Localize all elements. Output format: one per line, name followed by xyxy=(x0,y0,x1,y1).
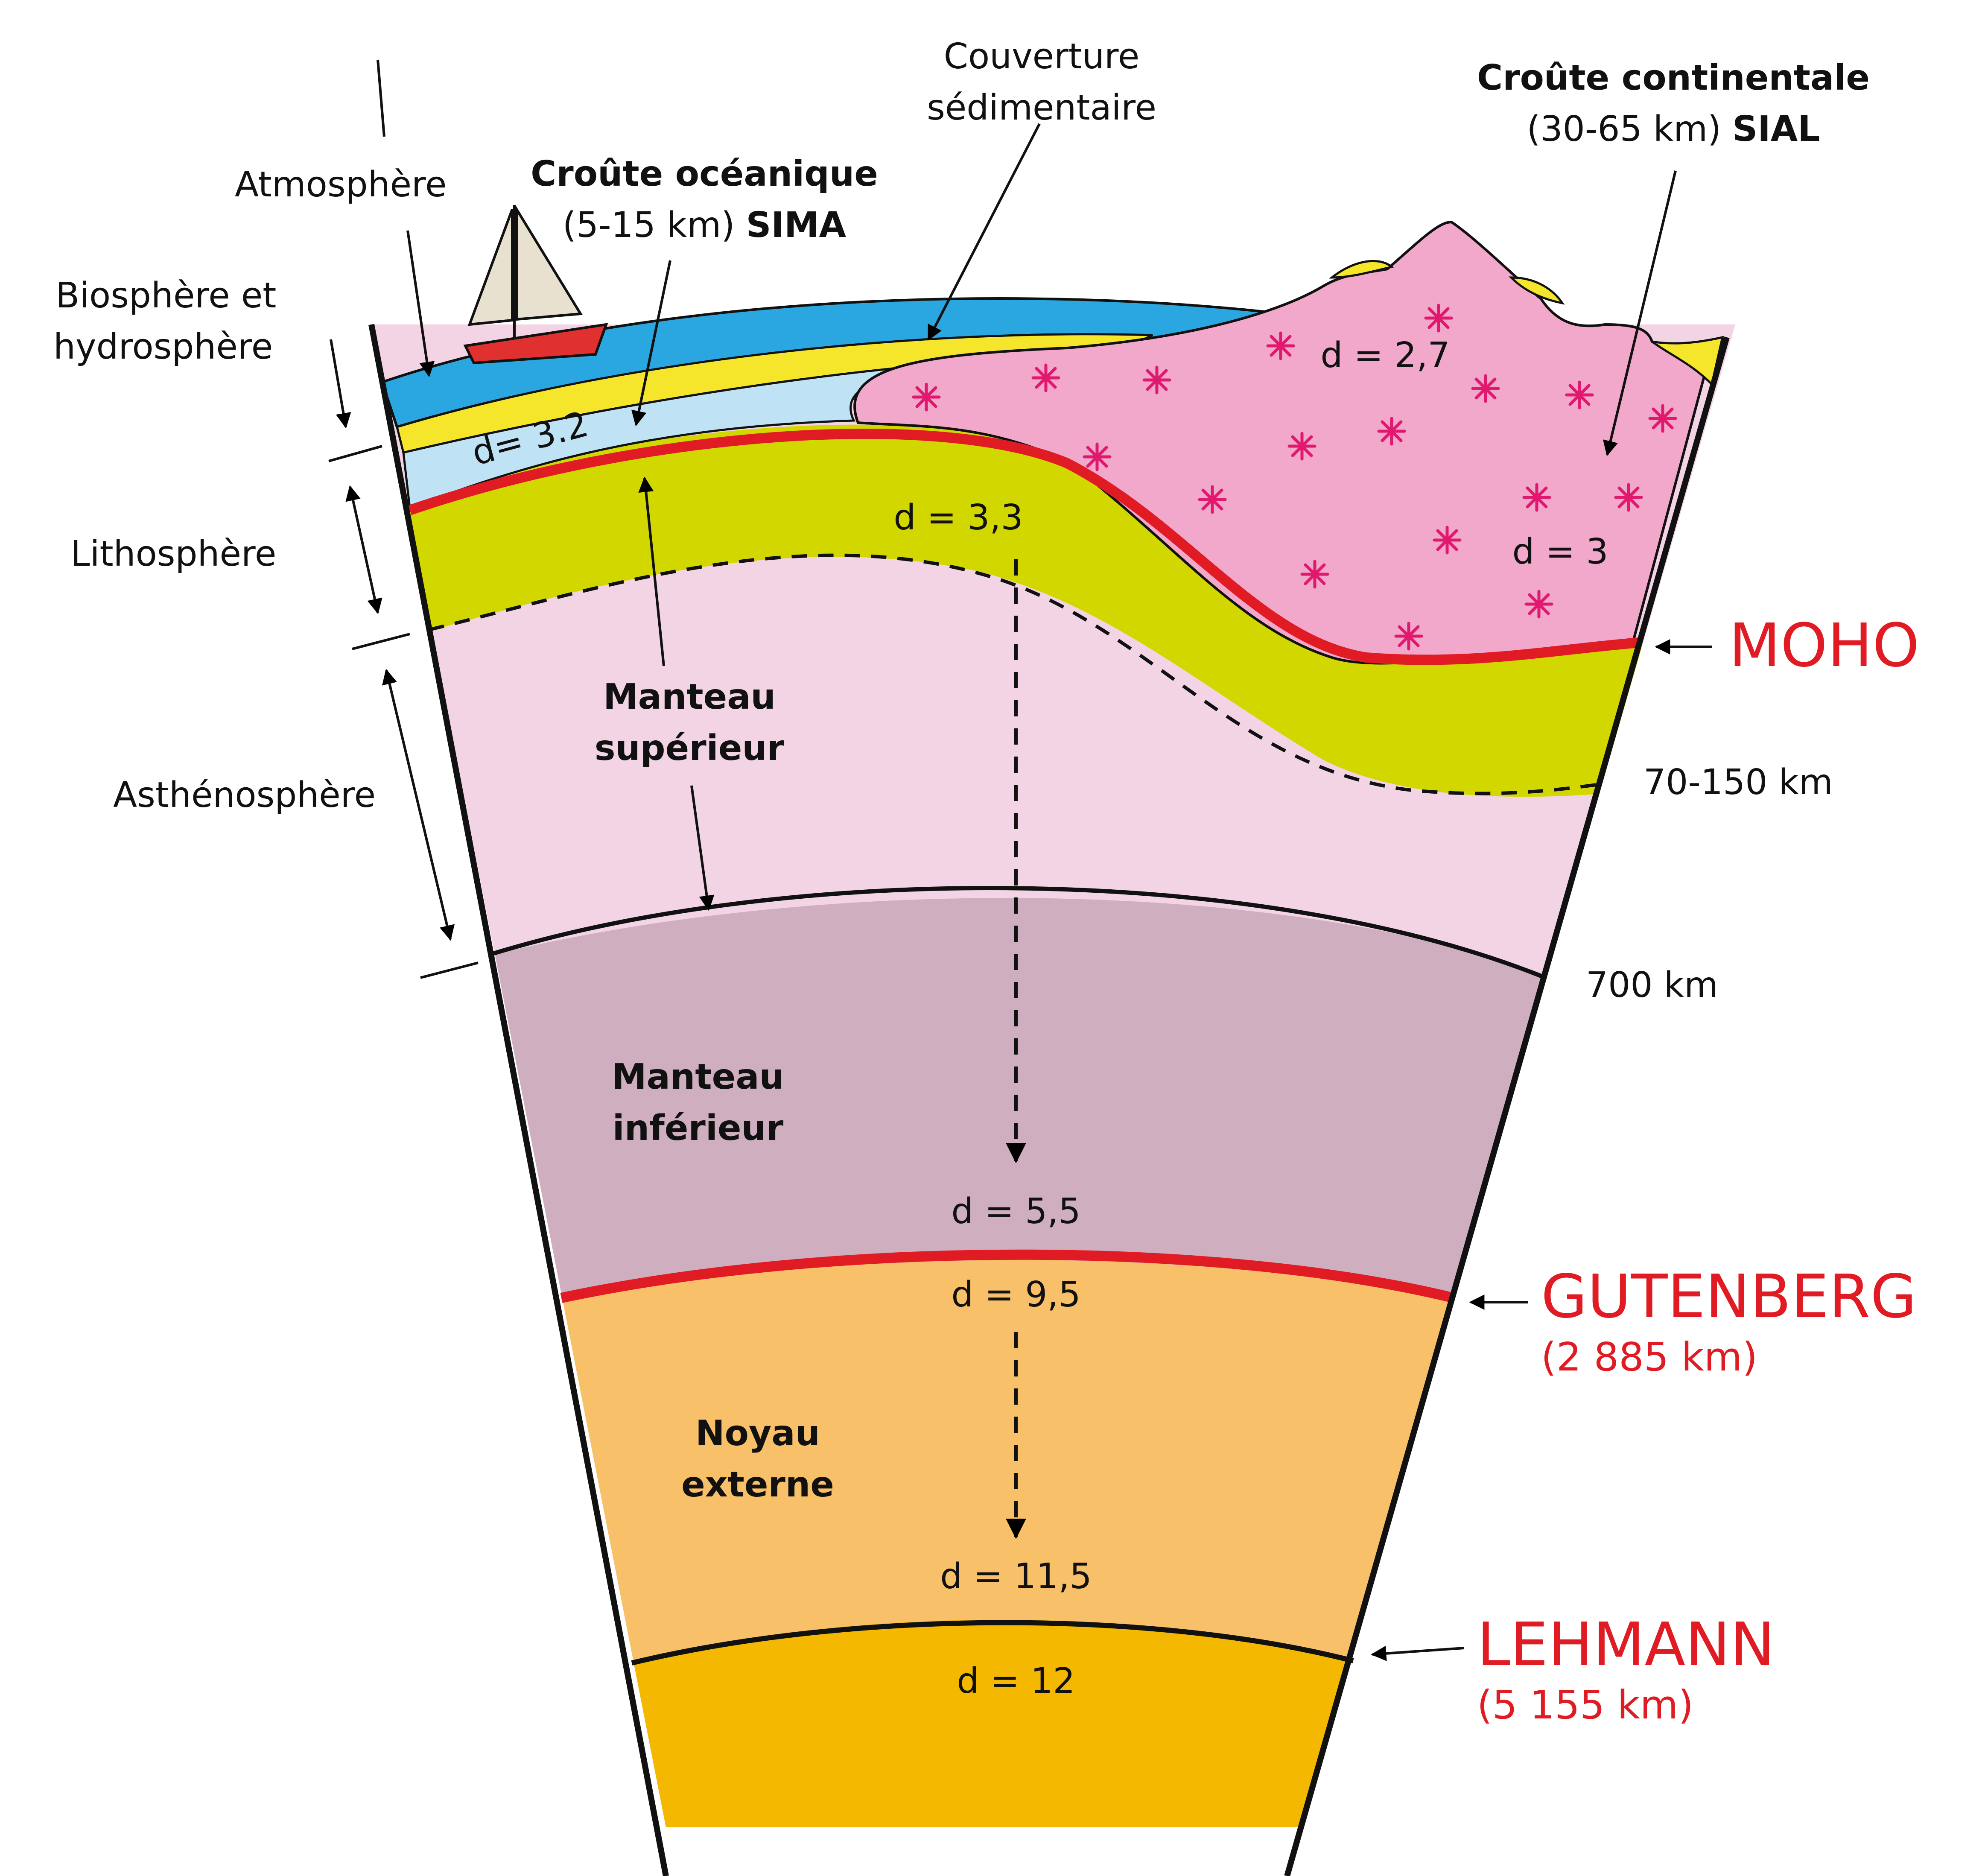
continent-sediment-patch xyxy=(1508,276,1565,305)
granite-mark xyxy=(1614,483,1643,512)
left-scale xyxy=(328,59,479,979)
continental-thickness: (30-65 km) xyxy=(1527,109,1732,149)
arrow-lehmann xyxy=(1371,1645,1465,1661)
granite-mark xyxy=(1083,442,1112,471)
label-sediment-2: sédimentaire xyxy=(927,88,1156,128)
granite-mark xyxy=(1565,380,1594,409)
arrow-oceanic-crust xyxy=(631,260,671,427)
granite-mark xyxy=(1377,417,1406,446)
arrow-upper-mantle-up xyxy=(638,476,665,666)
moho-line xyxy=(408,429,1640,665)
continental-name: SIAL xyxy=(1732,109,1820,149)
label-continental-crust-title: Croûte continentale xyxy=(1477,58,1870,98)
granite-mark xyxy=(1524,590,1553,619)
granite-marks xyxy=(912,304,1677,651)
arrow-asthenosphere xyxy=(382,669,455,941)
label-lithosphere: Lithosphère xyxy=(70,534,276,574)
arrow-biosphere xyxy=(330,339,351,429)
lower-mantle-layer xyxy=(487,898,1554,1302)
arrow-sediment xyxy=(927,123,1041,341)
density-continental-top: d = 2,7 xyxy=(1320,335,1450,376)
inner-core-layer xyxy=(623,1619,1357,1827)
arrow-lithosphere xyxy=(345,485,382,614)
lithospheric-mantle-layer xyxy=(371,424,1665,797)
granite-mark xyxy=(1433,526,1462,555)
arrow-continental-crust xyxy=(1603,170,1677,456)
label-oceanic-crust-title: Croûte océanique xyxy=(531,154,878,194)
continental-crust-layer xyxy=(853,220,1714,665)
upper-mantle-base-line xyxy=(490,886,1546,980)
label-upper-mantle-2: supérieur xyxy=(595,728,785,769)
granite-mark xyxy=(912,383,941,412)
label-biosphere-1: Biosphère et xyxy=(55,275,276,316)
granite-mark xyxy=(1648,404,1677,433)
label-sediment-1: Couverture xyxy=(944,36,1140,77)
granite-mark xyxy=(1471,374,1500,403)
arrow-upper-mantle-down xyxy=(690,785,715,911)
label-continental-crust-detail: (30-65 km) SIAL xyxy=(1527,109,1820,149)
tick-lithosphere-bottom xyxy=(352,633,410,650)
wedge-left-edge xyxy=(368,324,669,1876)
oceanic-name: SIMA xyxy=(746,205,846,245)
density-outer-core-bottom: d = 11,5 xyxy=(940,1556,1092,1597)
tick-asthenosphere-bottom xyxy=(420,961,479,979)
label-lehmann: LEHMANN xyxy=(1477,1610,1775,1680)
density-continental-bottom: d = 3 xyxy=(1512,532,1608,572)
granite-mark xyxy=(1424,304,1453,333)
label-outer-core-2: externe xyxy=(681,1464,834,1505)
label-moho: MOHO xyxy=(1729,611,1919,681)
label-lower-mantle-2: inférieur xyxy=(613,1108,784,1148)
label-outer-core-1: Noyau xyxy=(695,1413,820,1454)
outer-core-layer xyxy=(555,1260,1451,1661)
arrow-atmosphere xyxy=(406,230,435,377)
sailboat-icon xyxy=(463,205,608,365)
depth-upper-mantle-base: 700 km xyxy=(1586,965,1718,1005)
granite-mark xyxy=(1142,365,1171,394)
granite-mark xyxy=(1394,622,1423,651)
granite-mark xyxy=(1266,331,1295,360)
bottom-mask xyxy=(640,1832,1366,1876)
pointer-arrows xyxy=(631,123,1712,1661)
continent-sediment-patch xyxy=(1328,260,1394,279)
granite-mark xyxy=(1522,483,1551,512)
density-inner-core: d = 12 xyxy=(957,1661,1075,1701)
depth-lithosphere-base: 70-150 km xyxy=(1643,762,1833,803)
granite-mark xyxy=(1300,560,1329,589)
lehmann-line xyxy=(631,1620,1354,1666)
tick-lithosphere-top xyxy=(328,445,382,462)
label-biosphere-2: hydrosphère xyxy=(53,327,273,367)
gutenberg-line xyxy=(560,1249,1455,1303)
label-asthenosphere: Asthénosphère xyxy=(113,775,376,815)
density-outer-core-top: d = 9,5 xyxy=(951,1274,1080,1315)
lithosphere-base-line xyxy=(429,553,1597,795)
label-gutenberg-depth: (2 885 km) xyxy=(1541,1334,1757,1380)
granite-mark xyxy=(1198,485,1227,514)
label-lower-mantle-1: Manteau xyxy=(612,1057,784,1097)
label-upper-mantle-1: Manteau xyxy=(603,677,776,717)
label-gutenberg: GUTENBERG xyxy=(1541,1262,1917,1332)
granite-mark xyxy=(1031,363,1060,392)
granite-mark xyxy=(1287,432,1317,461)
tick-top xyxy=(377,59,385,137)
wedge-right-edge xyxy=(1284,336,1730,1876)
oceanic-thickness: (5-15 km) xyxy=(563,205,746,245)
label-oceanic-crust-detail: (5-15 km) SIMA xyxy=(563,205,847,245)
label-lehmann-depth: (5 155 km) xyxy=(1477,1682,1693,1728)
density-lower-mantle-bottom: d = 5,5 xyxy=(951,1191,1080,1232)
label-atmosphere: Atmosphère xyxy=(235,164,447,205)
density-lithosphere-mantle: d = 3,3 xyxy=(893,497,1023,538)
